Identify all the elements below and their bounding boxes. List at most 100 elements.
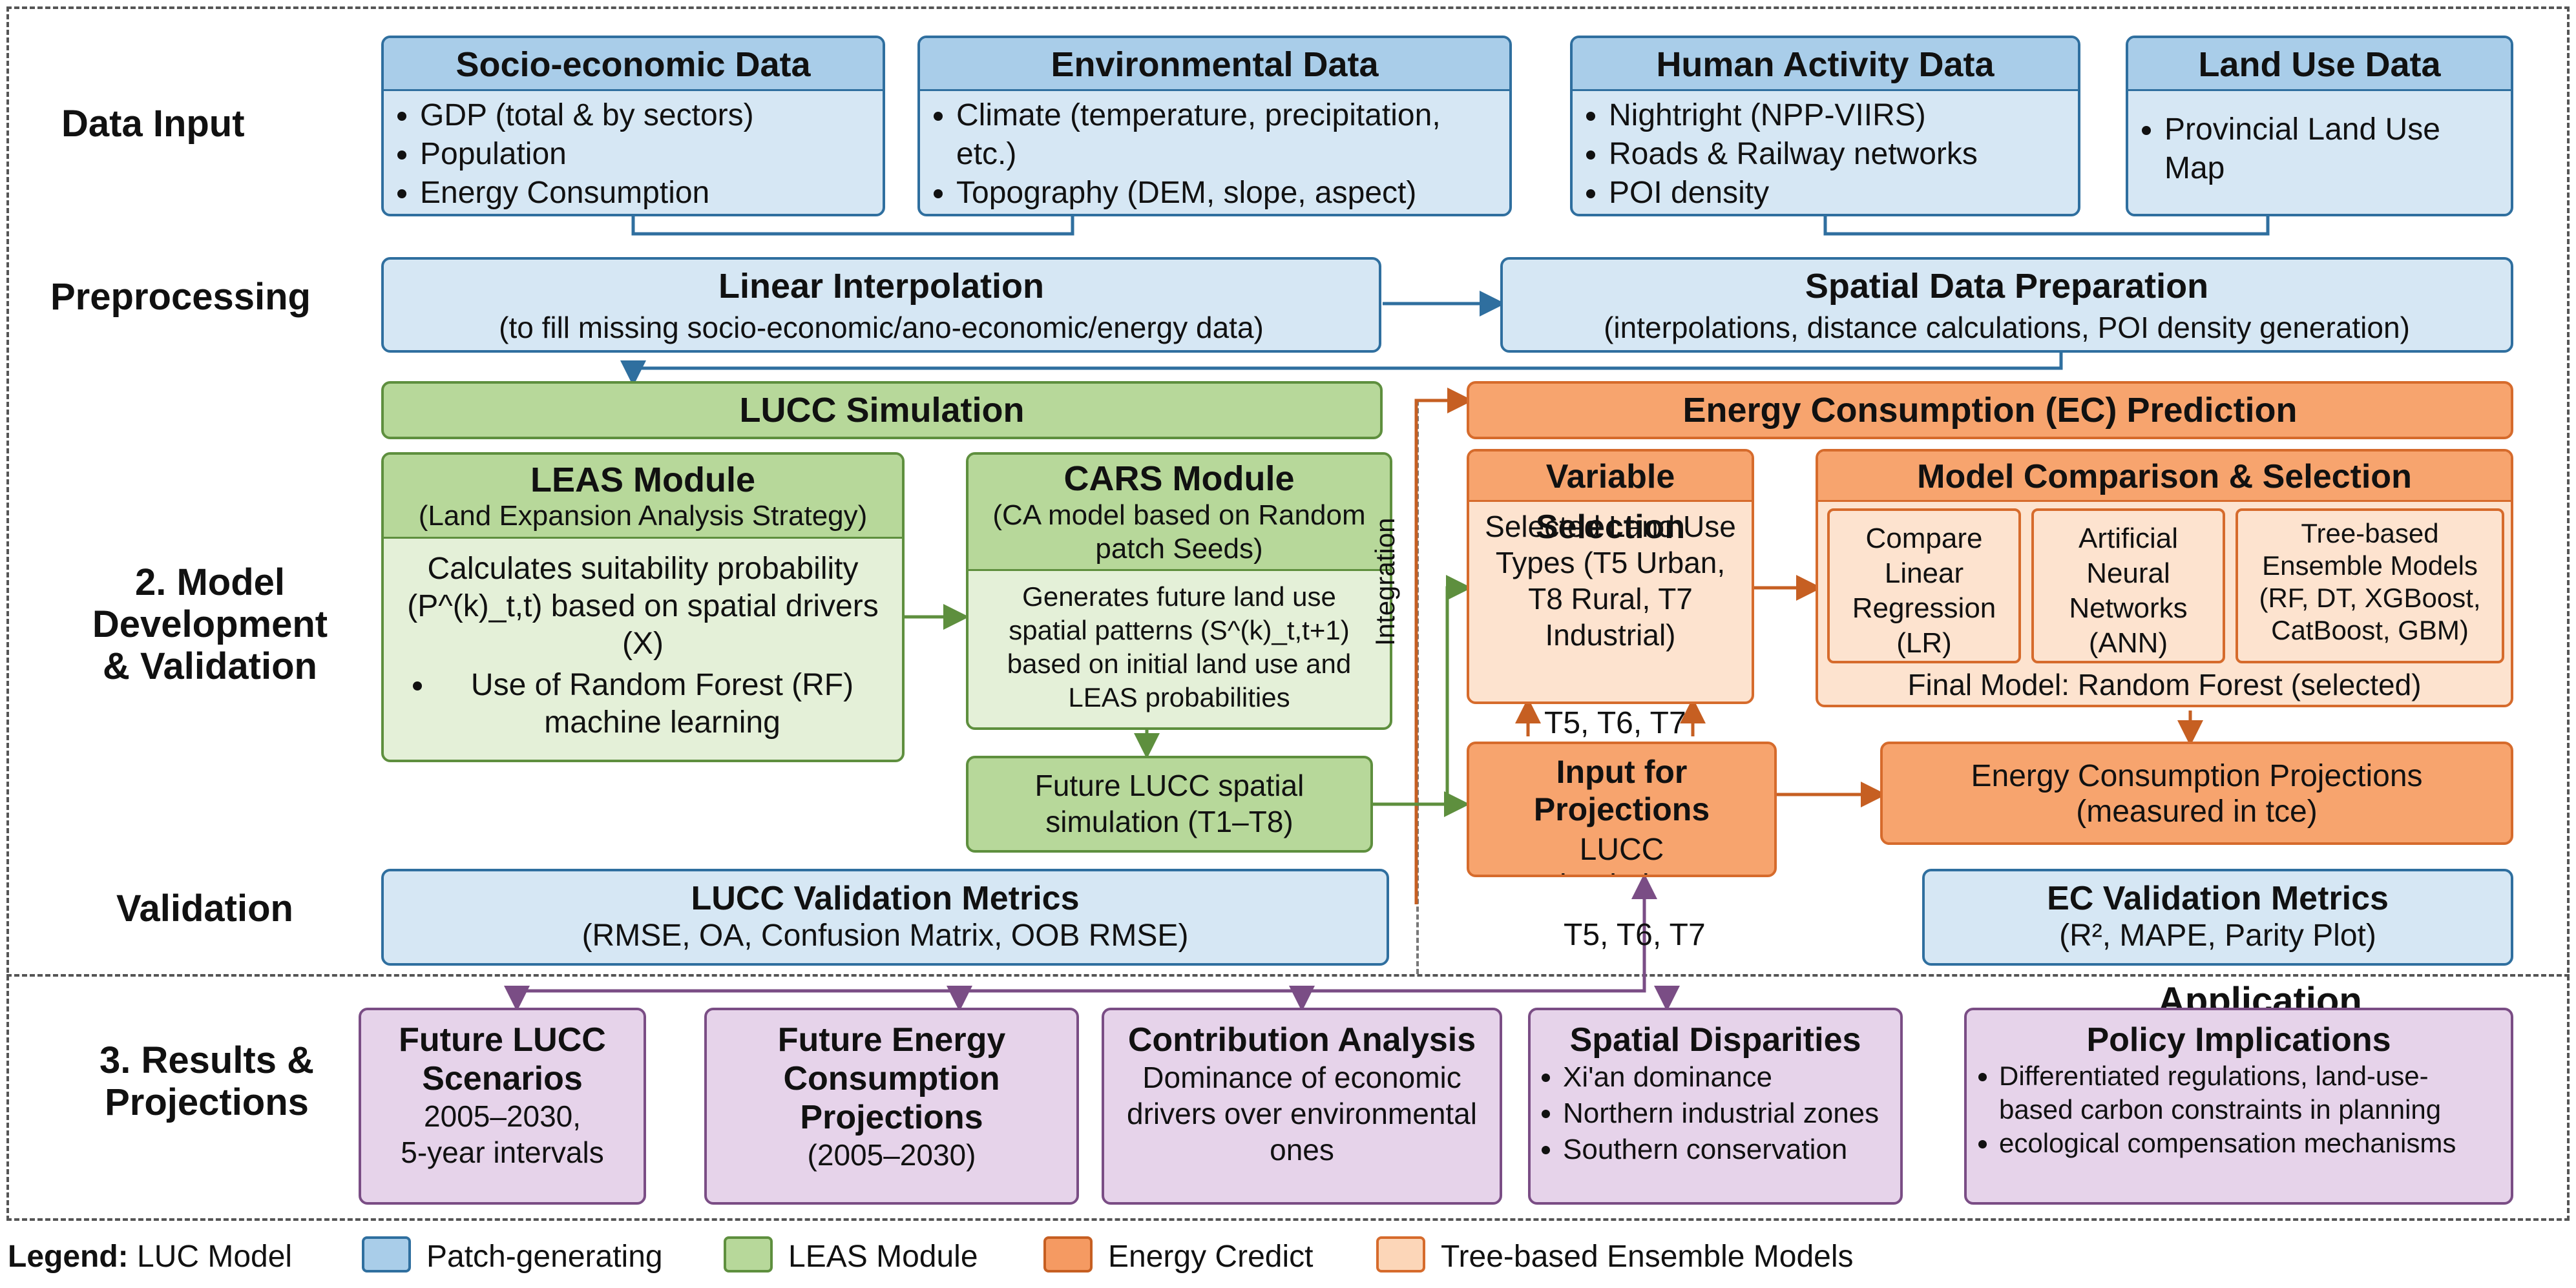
row-label-validation: Validation bbox=[116, 888, 293, 930]
row-label-preprocessing: Preprocessing bbox=[50, 276, 311, 318]
result-future-lucc-box: Future LUCC Scenarios 2005–2030, 5-year … bbox=[359, 1008, 646, 1205]
ec-validation-title: EC Validation Metrics bbox=[2047, 880, 2389, 917]
land-use-data-title: Land Use Data bbox=[2128, 38, 2511, 91]
ec-validation-subtitle: (R², MAPE, Parity Plot) bbox=[2059, 919, 2376, 953]
model-lr-box: Compare Linear Regression (LR) bbox=[1827, 508, 2021, 663]
model-lr-text: Compare Linear Regression (LR) bbox=[1852, 523, 1996, 659]
legend-title: Legend: bbox=[8, 1240, 129, 1274]
input-item: POI density bbox=[1609, 174, 2078, 213]
result-contribution-title: Contribution Analysis bbox=[1127, 1021, 1476, 1059]
result-future-energy-title: Future Energy Consumption Projections bbox=[777, 1021, 1006, 1136]
leas-module-title: LEAS Module bbox=[530, 461, 755, 499]
socioeconomic-data-title: Socio-economic Data bbox=[384, 38, 883, 91]
model-ann-text: Artificial Neural Networks (ANN) bbox=[2069, 523, 2188, 659]
linear-interpolation-box: Linear Interpolation (to fill missing so… bbox=[381, 257, 1381, 353]
input-item: Roads & Railway networks bbox=[1609, 135, 2078, 174]
legend-first-entry: LUC Model bbox=[137, 1240, 293, 1274]
variable-selection-description: Selected Land Use Types (T5 Urban, T8 Ru… bbox=[1485, 510, 1736, 652]
socioeconomic-data-box: Socio-economic Data GDP (total & by sect… bbox=[381, 36, 885, 216]
input-item: Nightright (NPP-VIIRS) bbox=[1609, 96, 2078, 135]
row-label-results: 3. Results & Projections bbox=[99, 1039, 314, 1123]
ec-prediction-title: Energy Consumption (EC) Prediction bbox=[1682, 391, 2298, 430]
result-policy-title: Policy Implications bbox=[2086, 1021, 2391, 1059]
input-item: GDP (total & by sectors) bbox=[420, 96, 883, 135]
spatial-data-preparation-box: Spatial Data Preparation (interpolations… bbox=[1500, 257, 2513, 353]
input-item: Climate (temperature, precipitation, etc… bbox=[956, 96, 1496, 174]
legend-swatch-blue bbox=[362, 1236, 411, 1272]
lucc-validation-box: LUCC Validation Metrics (RMSE, OA, Confu… bbox=[381, 869, 1389, 966]
lucc-validation-subtitle: (RMSE, OA, Confusion Matrix, OOB RMSE) bbox=[581, 919, 1189, 953]
variable-selection-title: Variable Selection bbox=[1469, 452, 1752, 546]
input-for-projections-body: LUCC simulations bbox=[1544, 833, 1699, 875]
ec-projections-title: Energy Consumption Projections bbox=[1971, 759, 2423, 793]
result-spatial-disparities-box: Spatial Disparities Xi'an dominance Nort… bbox=[1528, 1008, 1903, 1205]
lucc-validation-title: LUCC Validation Metrics bbox=[691, 880, 1080, 917]
integration-label: Integration bbox=[1370, 517, 1400, 646]
legend-swatch-light-orange bbox=[1376, 1236, 1425, 1272]
legend-label: Legend: LUC Model bbox=[8, 1239, 292, 1274]
ec-prediction-header: Energy Consumption (EC) Prediction bbox=[1467, 381, 2513, 439]
result-bullet: Southern conservation bbox=[1563, 1132, 1900, 1168]
leas-module-bullet: Use of Random Forest (RF) machine learni… bbox=[435, 667, 889, 742]
final-model-text: Final Model: Random Forest (selected) bbox=[1907, 668, 2422, 701]
linear-interpolation-subtitle: (to fill missing socio-economic/ano-econ… bbox=[499, 311, 1264, 344]
legend-entry: Patch-generating bbox=[426, 1240, 663, 1274]
lucc-simulation-title: LUCC Simulation bbox=[739, 391, 1025, 430]
spatial-data-preparation-subtitle: (interpolations, distance calculations, … bbox=[1604, 311, 2410, 344]
future-lucc-simulation-text: Future LUCC spatial simulation (T1–T8) bbox=[1034, 769, 1304, 838]
legend-swatch-green bbox=[724, 1236, 773, 1272]
result-bullet: Differentiated regulations, land-use-bas… bbox=[1999, 1059, 2502, 1127]
spatial-data-preparation-title: Spatial Data Preparation bbox=[1805, 267, 2209, 306]
input-item: Population bbox=[420, 135, 883, 174]
ec-validation-box: EC Validation Metrics (R², MAPE, Parity … bbox=[1922, 869, 2513, 966]
model-tree-ensemble-text: Tree-based Ensemble Models (RF, DT, XGBo… bbox=[2259, 518, 2481, 645]
result-spatial-disparities-title: Spatial Disparities bbox=[1569, 1021, 1861, 1059]
ec-projections-box: Energy Consumption Projections (measured… bbox=[1880, 742, 2513, 845]
legend-entry: Tree-based Ensemble Models bbox=[1441, 1240, 1854, 1274]
result-bullet: Xi'an dominance bbox=[1563, 1059, 1900, 1096]
input-for-projections-box: Input for Projections LUCC simulations bbox=[1467, 742, 1777, 877]
legend-swatch-orange bbox=[1043, 1236, 1093, 1272]
future-lucc-simulation-box: Future LUCC spatial simulation (T1–T8) bbox=[966, 756, 1373, 853]
leas-module-box: LEAS Module (Land Expansion Analysis Str… bbox=[381, 452, 905, 762]
result-bullet: ecological compensation mechanisms bbox=[1999, 1127, 2502, 1160]
row-label-model-development: 2. Model Development & Validation bbox=[92, 561, 328, 687]
input-item: Energy Consumption bbox=[420, 174, 883, 213]
leas-module-subtitle: (Land Expansion Analysis Strategy) bbox=[418, 500, 868, 532]
outer-frame bbox=[6, 6, 2570, 1221]
model-tree-ensemble-box: Tree-based Ensemble Models (RF, DT, XGBo… bbox=[2236, 508, 2504, 663]
environmental-data-box: Environmental Data Climate (temperature,… bbox=[917, 36, 1512, 216]
result-contribution-box: Contribution Analysis Dominance of econo… bbox=[1102, 1008, 1502, 1205]
legend-entry: LEAS Module bbox=[788, 1240, 978, 1274]
cars-module-box: CARS Module (CA model based on Random pa… bbox=[966, 452, 1392, 730]
model-ann-box: Artificial Neural Networks (ANN) bbox=[2031, 508, 2225, 663]
leas-module-description: Calculates suitability probability (P^(k… bbox=[407, 552, 879, 661]
result-future-lucc-title: Future LUCC Scenarios bbox=[399, 1021, 606, 1097]
section-divider bbox=[6, 974, 2570, 977]
result-body-line: (2005–2030) bbox=[807, 1138, 976, 1172]
result-body-line: 5-year intervals bbox=[401, 1136, 604, 1169]
lucc-simulation-header: LUCC Simulation bbox=[381, 381, 1383, 439]
model-comparison-box: Model Comparison & Selection Compare Lin… bbox=[1816, 449, 2513, 707]
cars-module-description: Generates future land use spatial patter… bbox=[1007, 581, 1352, 712]
linear-interpolation-title: Linear Interpolation bbox=[718, 267, 1045, 306]
model-comparison-title: Model Comparison & Selection bbox=[1818, 452, 2511, 502]
land-use-data-box: Land Use Data Provincial Land Use Map bbox=[2126, 36, 2513, 216]
cars-module-subtitle: (CA model based on Random patch Seeds) bbox=[992, 499, 1366, 565]
result-future-energy-box: Future Energy Consumption Projections (2… bbox=[704, 1008, 1079, 1205]
t-label-lower: T5, T6, T7 bbox=[1564, 918, 1706, 952]
row-label-data-input: Data Input bbox=[61, 103, 245, 145]
human-activity-data-title: Human Activity Data bbox=[1573, 38, 2078, 91]
variable-selection-box: Variable Selection Selected Land Use Typ… bbox=[1467, 449, 1754, 704]
human-activity-data-box: Human Activity Data Nightright (NPP-VIIR… bbox=[1570, 36, 2080, 216]
result-policy-box: Policy Implications Differentiated regul… bbox=[1964, 1008, 2513, 1205]
environmental-data-title: Environmental Data bbox=[920, 38, 1509, 91]
result-bullet: Northern industrial zones bbox=[1563, 1096, 1900, 1132]
input-for-projections-title: Input for Projections bbox=[1533, 754, 1710, 827]
input-item: Provincial Land Use Map bbox=[2164, 110, 2498, 188]
ec-projections-subtitle: (measured in tce) bbox=[2076, 795, 2318, 829]
input-item: Topography (DEM, slope, aspect) bbox=[956, 174, 1496, 213]
legend-entry: Energy Credict bbox=[1108, 1240, 1314, 1274]
cars-module-title: CARS Module bbox=[1063, 459, 1295, 498]
